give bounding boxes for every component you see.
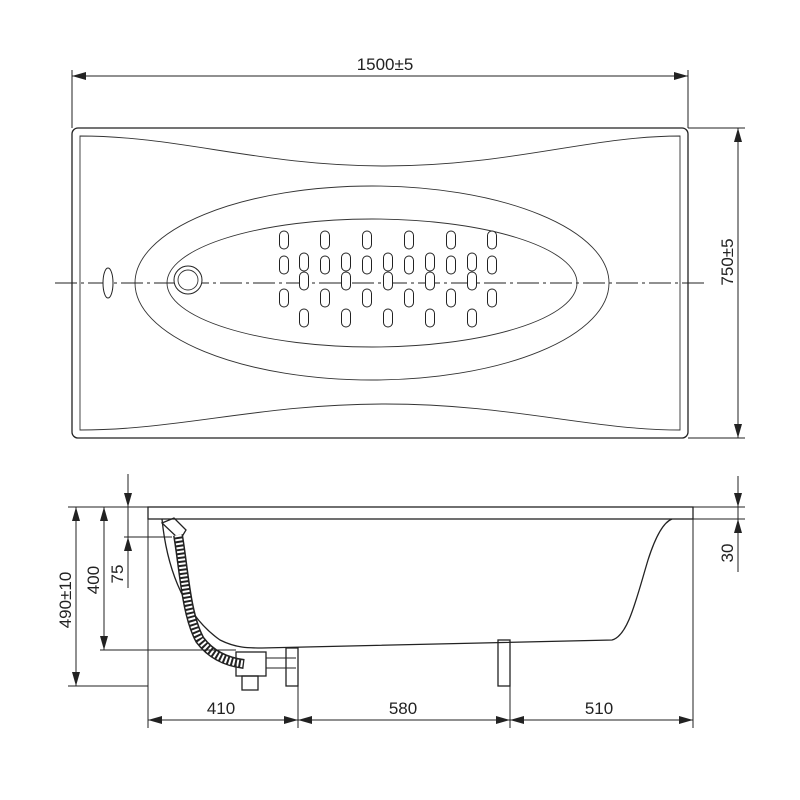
anti-slip-bump: [404, 255, 414, 275]
anti-slip-bump: [362, 255, 372, 275]
anti-slip-bump: [487, 255, 497, 275]
rim-thickness-dimension: 30: [693, 476, 745, 572]
anti-slip-bump: [446, 230, 456, 250]
length-label: 1500±5: [357, 55, 414, 74]
anti-slip-bump: [341, 252, 351, 272]
anti-slip-bump: [446, 255, 456, 275]
rear-leg: [497, 639, 511, 687]
anti-slip-bump: [467, 252, 477, 272]
segment-label-3: 510: [585, 699, 613, 718]
anti-slip-bump: [383, 271, 393, 291]
anti-slip-bump: [341, 271, 351, 291]
anti-slip-bump: [487, 288, 497, 308]
anti-slip-bump: [446, 288, 456, 308]
anti-slip-bump: [487, 230, 497, 250]
segment-label-2: 580: [389, 699, 417, 718]
waste-hose: [173, 534, 245, 669]
segment-label-1: 410: [207, 699, 235, 718]
anti-slip-bump: [467, 271, 477, 291]
side-view: 490±10 400 75 30: [56, 474, 745, 728]
anti-slip-bump: [425, 252, 435, 272]
inner-depth-label: 400: [84, 566, 103, 594]
front-leg: [285, 647, 299, 687]
anti-slip-bump: [362, 288, 372, 308]
anti-slip-bump: [404, 230, 414, 250]
anti-slip-bump: [299, 271, 309, 291]
anti-slip-bump: [404, 288, 414, 308]
total-height-label: 490±10: [56, 572, 75, 629]
anti-slip-pattern: [279, 230, 497, 328]
rim-thickness-label: 30: [718, 544, 737, 563]
overflow-hole: [102, 267, 114, 299]
segment-dimensions: 410 580 510: [147, 519, 694, 728]
anti-slip-bump: [299, 308, 309, 328]
anti-slip-bump: [320, 288, 330, 308]
width-label: 750±5: [718, 238, 737, 285]
siphon-trap: [235, 651, 296, 691]
width-dimension: 750±5: [688, 127, 745, 439]
overflow-height-dimension: 75: [108, 474, 172, 588]
top-view: 1500±5 750±5: [55, 55, 745, 439]
anti-slip-bump: [425, 271, 435, 291]
total-height-dimension: 490±10: [56, 506, 148, 687]
anti-slip-bump: [279, 230, 289, 250]
length-dimension: 1500±5: [71, 55, 689, 128]
anti-slip-bump: [279, 255, 289, 275]
tub-rim: [147, 506, 694, 520]
anti-slip-bump: [299, 252, 309, 272]
anti-slip-bump: [320, 255, 330, 275]
anti-slip-bump: [383, 308, 393, 328]
anti-slip-bump: [320, 230, 330, 250]
anti-slip-bump: [341, 308, 351, 328]
overflow-fitting: [160, 517, 187, 542]
overflow-height-label: 75: [108, 565, 127, 584]
tub-inner-edge: [79, 135, 681, 431]
inner-depth-dimension: 400: [84, 506, 236, 651]
anti-slip-bump: [467, 308, 477, 328]
anti-slip-bump: [383, 252, 393, 272]
anti-slip-bump: [362, 230, 372, 250]
drain-hole: [173, 265, 203, 295]
anti-slip-bump: [279, 288, 289, 308]
tub-body-profile: [161, 518, 673, 649]
anti-slip-bump: [425, 308, 435, 328]
